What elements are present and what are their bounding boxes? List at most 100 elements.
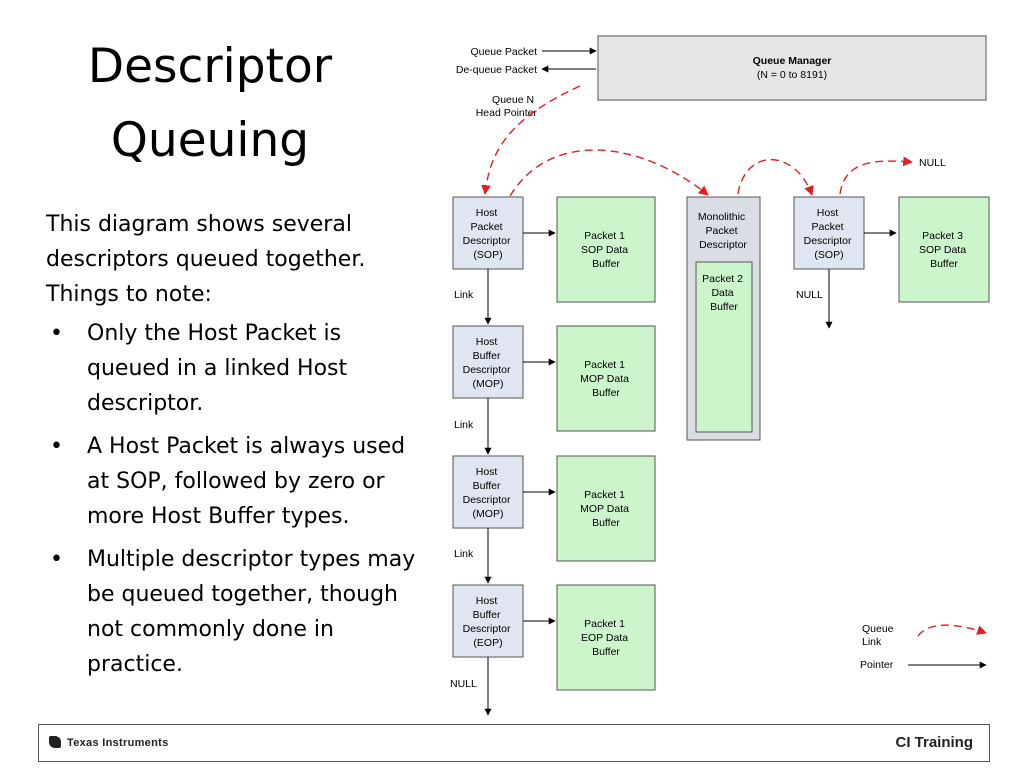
descriptor-line: Buffer bbox=[473, 480, 501, 492]
descriptor-line: Packet bbox=[470, 221, 502, 233]
buffer-sop-packet-3: Packet 3 SOP Data Buffer bbox=[898, 196, 990, 303]
descriptor-line: Host bbox=[817, 207, 839, 219]
descriptor-queue-diagram: Queue Manager (N = 0 to 8191) Queue Pack… bbox=[450, 35, 990, 716]
descriptor-line: Host bbox=[476, 336, 498, 348]
monolithic-data-buffer bbox=[695, 261, 753, 433]
buffer-line: Buffer bbox=[592, 646, 620, 658]
monolithic-line: Monolithic bbox=[698, 211, 745, 223]
buffer-line: Buffer bbox=[592, 387, 620, 399]
buffer-line: SOP Data bbox=[581, 244, 628, 256]
head-pointer-line-1: Queue N bbox=[492, 94, 534, 106]
null-label-eop: NULL bbox=[450, 678, 477, 690]
dequeue-packet-label: De-queue Packet bbox=[456, 64, 537, 76]
descriptor-sop: Host Packet Descriptor (SOP) bbox=[452, 196, 524, 270]
queue-packet-label: Queue Packet bbox=[470, 46, 537, 58]
descriptor-line: Buffer bbox=[473, 609, 501, 621]
descriptor-sop-packet-3: Host Packet Descriptor (SOP) bbox=[793, 196, 865, 270]
buffer-line: MOP Data bbox=[580, 373, 629, 385]
svg-text:Packet 3 SOP Data: Packet 3 SOP Data Buffer bbox=[919, 230, 969, 270]
descriptor-line: Descriptor bbox=[463, 623, 511, 635]
legend-queue-line-2: Link bbox=[862, 636, 882, 648]
texas-instruments-logo: Texas Instruments bbox=[49, 736, 168, 749]
descriptor-line: (SOP) bbox=[814, 249, 843, 261]
bullet-list: Only the Host Packet is queued in a link… bbox=[46, 316, 426, 690]
descriptor-eop: Host Buffer Descriptor (EOP) bbox=[452, 584, 524, 658]
monolithic-descriptor: Monolithic Packet Descriptor Packet 2 Da… bbox=[686, 196, 761, 441]
title-line-2: Queuing bbox=[110, 113, 310, 168]
buffer-line: Packet 1 bbox=[584, 230, 625, 242]
link-label-1: Link bbox=[454, 289, 474, 301]
legend-queue-line-1: Queue bbox=[862, 623, 894, 635]
head-pointer-label: Queue N Head Pointer bbox=[476, 94, 538, 119]
queue-link-2-to-3 bbox=[737, 159, 814, 196]
svg-text:Host Packet Descri: Host Packet Descriptor (SOP) bbox=[463, 207, 514, 261]
descriptor-line: Host bbox=[476, 595, 498, 607]
buffer-line: Packet 1 bbox=[584, 618, 625, 630]
buffer-line: Buffer bbox=[592, 258, 620, 270]
buffer-line: Buffer bbox=[930, 258, 958, 270]
descriptor-line: (SOP) bbox=[473, 249, 502, 261]
queue-link-1-to-2 bbox=[509, 149, 709, 197]
bullet-item: Multiple descriptor types may be queued … bbox=[46, 542, 426, 682]
descriptor-line: Packet bbox=[811, 221, 843, 233]
buffer-line: Buffer bbox=[592, 517, 620, 529]
buffer-line: SOP Data bbox=[919, 244, 966, 256]
link-label-2: Link bbox=[454, 419, 474, 431]
buffer-line: Packet 1 bbox=[584, 489, 625, 501]
bullet-item: Only the Host Packet is queued in a link… bbox=[46, 316, 426, 421]
buffer-line: MOP Data bbox=[580, 503, 629, 515]
legend-queue-link-label: Queue Link bbox=[862, 623, 896, 648]
svg-text:Host Buffer Descri: Host Buffer Descriptor (MOP) bbox=[463, 466, 514, 520]
ci-training-label: CI Training bbox=[895, 734, 973, 751]
descriptor-line: Descriptor bbox=[463, 364, 511, 376]
legend-queue-link-line bbox=[917, 624, 987, 637]
queue-head-link bbox=[481, 85, 581, 195]
queue-manager-subtitle: (N = 0 to 8191) bbox=[757, 69, 827, 81]
buffer-line: EOP Data bbox=[581, 632, 628, 644]
monolithic-line: Packet bbox=[705, 225, 737, 237]
descriptor-line: Descriptor bbox=[463, 235, 511, 247]
descriptor-line: Host bbox=[476, 466, 498, 478]
ti-state-icon bbox=[49, 736, 61, 748]
svg-text:Packet 1 EOP Data: Packet 1 EOP Data Buffer bbox=[581, 618, 631, 658]
svg-text:Packet 1 MOP Data: Packet 1 MOP Data Buffer bbox=[580, 489, 632, 529]
descriptor-line: Host bbox=[476, 207, 498, 219]
descriptor-line: (MOP) bbox=[473, 378, 504, 390]
descriptor-line: Buffer bbox=[473, 350, 501, 362]
svg-text:Host Buffer Descri: Host Buffer Descriptor (EOP) bbox=[463, 595, 514, 649]
monolithic-buffer-line: Data bbox=[711, 287, 733, 299]
buffer-mop-1: Packet 1 MOP Data Buffer bbox=[556, 325, 656, 432]
descriptor-line: (EOP) bbox=[473, 637, 502, 649]
monolithic-buffer-line: Packet 2 bbox=[702, 273, 743, 285]
footer-bar: Texas Instruments CI Training bbox=[38, 724, 990, 762]
slide-title: Descriptor Queuing bbox=[60, 30, 360, 178]
buffer-line: Packet 3 bbox=[922, 230, 963, 242]
title-line-1: Descriptor bbox=[87, 39, 333, 94]
buffer-sop: Packet 1 SOP Data Buffer bbox=[556, 196, 656, 303]
null-label-packet-3: NULL bbox=[796, 289, 823, 301]
queue-manager-title: Queue Manager bbox=[753, 55, 832, 67]
descriptor-line: Descriptor bbox=[463, 494, 511, 506]
svg-text:Packet 1 SOP Data: Packet 1 SOP Data Buffer bbox=[581, 230, 631, 270]
descriptor-line: Descriptor bbox=[804, 235, 852, 247]
svg-text:Packet 1 MOP Data: Packet 1 MOP Data Buffer bbox=[580, 359, 632, 399]
buffer-mop-2: Packet 1 MOP Data Buffer bbox=[556, 455, 656, 562]
buffer-line: Packet 1 bbox=[584, 359, 625, 371]
legend-pointer-label: Pointer bbox=[860, 659, 894, 671]
bullet-item: A Host Packet is always used at SOP, fol… bbox=[46, 429, 426, 534]
svg-text:Host Buffer Descri: Host Buffer Descriptor (MOP) bbox=[463, 336, 514, 390]
queue-null-label: NULL bbox=[919, 157, 946, 169]
intro-text: This diagram shows several descriptors q… bbox=[46, 212, 366, 307]
descriptor-mop-1: Host Buffer Descriptor (MOP) bbox=[452, 325, 524, 399]
monolithic-buffer-line: Buffer bbox=[710, 301, 738, 313]
monolithic-line: Descriptor bbox=[699, 239, 747, 251]
descriptor-line: (MOP) bbox=[473, 508, 504, 520]
buffer-eop: Packet 1 EOP Data Buffer bbox=[556, 584, 656, 691]
svg-text:Packet 2 Data Buff: Packet 2 Data Buffer bbox=[702, 273, 746, 313]
queue-manager-box bbox=[597, 35, 987, 101]
svg-text:Monolithic Packet: Monolithic Packet Descriptor bbox=[698, 211, 748, 251]
descriptor-mop-2: Host Buffer Descriptor (MOP) bbox=[452, 455, 524, 529]
link-label-3: Link bbox=[454, 548, 474, 560]
svg-text:Host Packet Descri: Host Packet Descriptor (SOP) bbox=[804, 207, 855, 261]
brand-name: Texas Instruments bbox=[67, 737, 169, 749]
